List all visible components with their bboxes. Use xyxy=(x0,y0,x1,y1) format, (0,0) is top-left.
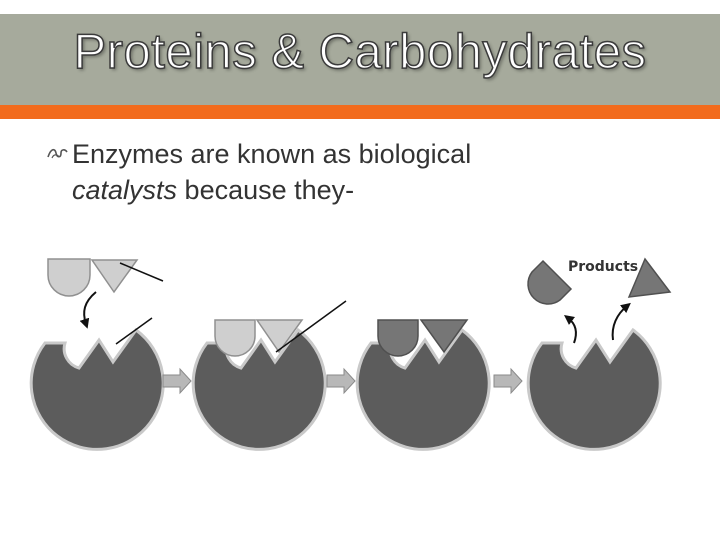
process-arrow xyxy=(493,367,523,395)
substrate-semicircle xyxy=(214,319,256,357)
pointer-line xyxy=(275,300,347,353)
enzyme-body xyxy=(191,327,327,451)
substrate-triangle xyxy=(255,319,304,354)
substrate-semicircle xyxy=(47,258,91,297)
bullet-text-italic: catalysts xyxy=(72,175,178,205)
stage-2 xyxy=(191,300,347,451)
curved-arrow-down xyxy=(79,291,97,329)
enzyme-body xyxy=(29,327,165,451)
product-triangle xyxy=(419,319,469,354)
bullet-text-part2: because they- xyxy=(177,175,355,205)
curved-arrow-up xyxy=(611,302,631,341)
product-triangle xyxy=(627,257,672,298)
curved-arrow-up xyxy=(564,314,577,344)
process-arrow xyxy=(162,367,192,395)
process-arrow xyxy=(326,367,356,395)
products-label: Products xyxy=(568,259,638,275)
stage-3 xyxy=(355,319,491,451)
pointer-line xyxy=(115,317,153,345)
stage-4: Products xyxy=(526,257,672,451)
stage-1 xyxy=(29,258,165,451)
accent-bar xyxy=(0,105,720,119)
bullet-text: Enzymes are known as biological catalyst… xyxy=(72,136,662,208)
curl-bullet-icon xyxy=(47,148,68,159)
enzyme-body xyxy=(526,327,662,451)
enzyme-body xyxy=(355,327,491,451)
pointer-line xyxy=(119,262,164,282)
substrate-triangle xyxy=(90,259,139,294)
slide-title: Proteins & Carbohydrates xyxy=(73,24,647,80)
product-semicircle xyxy=(377,319,419,357)
bullet-text-part1: Enzymes are known as biological xyxy=(72,139,472,169)
product-semicircle xyxy=(527,259,573,305)
title-bar xyxy=(0,14,720,105)
